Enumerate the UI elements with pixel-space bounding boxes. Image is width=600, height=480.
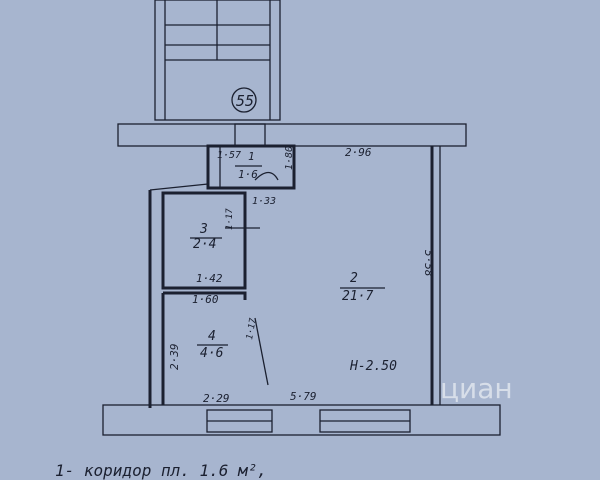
- dim-room3-side: 1·17: [225, 208, 235, 230]
- dim-room4-door: 1·17: [245, 317, 259, 341]
- unit-number: 55: [236, 92, 254, 110]
- corridor-room: [206, 144, 296, 190]
- dim-room4-side: 2·39: [168, 344, 181, 371]
- outer-wall: [117, 123, 467, 147]
- bottom-wall: [102, 404, 501, 436]
- dim-room2-width: 2·96: [345, 146, 372, 159]
- room-1-number: 1: [248, 150, 255, 163]
- room-4-area: 4·6: [200, 346, 224, 361]
- room-3: [161, 191, 260, 290]
- dim-room4-top: 1·60: [192, 293, 219, 306]
- dim-room3-bottom: 1·42: [196, 272, 223, 285]
- room-1-area: 1·6: [238, 168, 258, 181]
- room-3-area: 2·4: [193, 237, 216, 252]
- dim-corridor-bottom: 1·33: [252, 196, 276, 207]
- legend-line: 1- коридор пл. 1.6 м²,: [55, 461, 267, 480]
- staircase: [154, 0, 281, 121]
- room-4: [161, 291, 269, 405]
- dim-room4-bottom: 2·29: [203, 392, 230, 405]
- room-2-area: 21·7: [342, 289, 373, 304]
- dim-corridor-width: 1·57: [217, 150, 241, 161]
- room-2-number: 2: [350, 271, 358, 286]
- ceiling-height: H-2.50: [349, 359, 397, 374]
- right-wall: [430, 146, 441, 405]
- dim-room2-depth: 5·58: [422, 250, 435, 277]
- unit-number-marker: 55: [231, 87, 257, 113]
- room-4-number: 4: [208, 329, 216, 344]
- dim-corridor-depth: 1·80: [284, 146, 295, 170]
- dim-room2-bottom: 5·79: [290, 390, 317, 403]
- watermark: циан: [440, 372, 513, 405]
- room-3-number: 3: [199, 222, 208, 237]
